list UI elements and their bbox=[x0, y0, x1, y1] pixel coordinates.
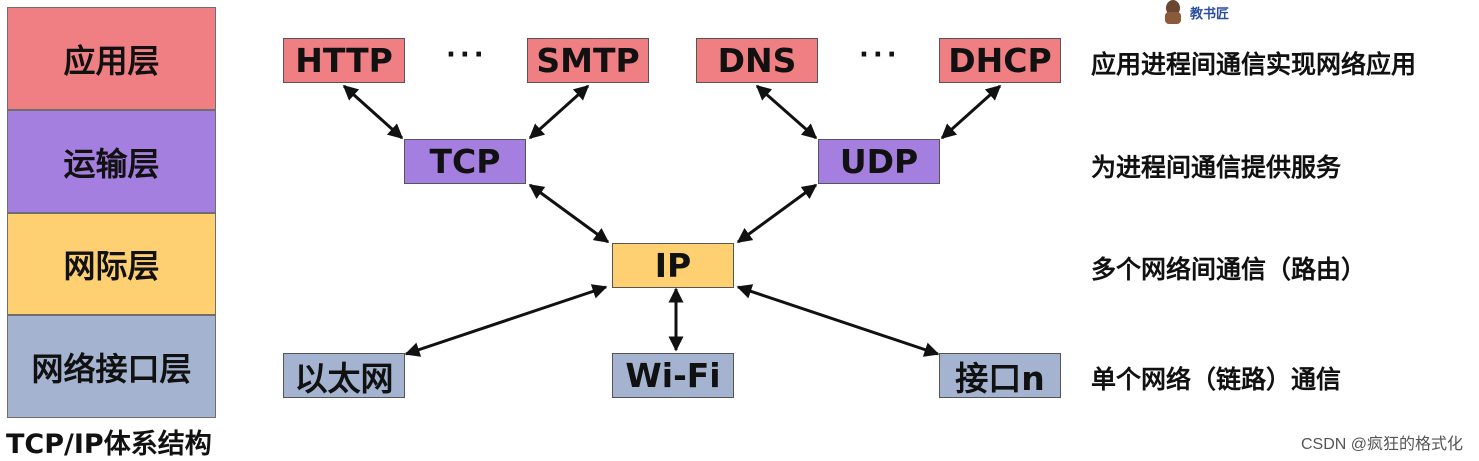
app-ellipsis-right: ··· bbox=[859, 40, 901, 70]
link-ethernet: 以太网 bbox=[283, 353, 405, 398]
protocol-dns: DNS bbox=[696, 38, 818, 83]
protocol-dhcp: DHCP bbox=[939, 38, 1061, 83]
arrow-http-tcp bbox=[342, 84, 404, 140]
teacher-logo: 教书匠 bbox=[1160, 0, 1229, 24]
desc-internet: 多个网络间通信（路由） bbox=[1091, 255, 1367, 284]
watermark: CSDN @疯狂的格式化 bbox=[1300, 436, 1463, 453]
arrow-dhcp-udp bbox=[940, 84, 1002, 140]
arrow-smtp-tcp bbox=[528, 84, 590, 140]
protocol-http: HTTP bbox=[283, 38, 405, 83]
desc-link: 单个网络（链路）通信 bbox=[1091, 365, 1342, 394]
layer-label: 网络接口层 bbox=[31, 349, 192, 388]
app-ellipsis-left: ··· bbox=[446, 40, 488, 70]
arrow-ip-interface-n bbox=[736, 284, 940, 357]
layer-internet: 网际层 bbox=[7, 213, 216, 315]
link-wifi: Wi-Fi bbox=[612, 353, 734, 398]
layer-label: 运输层 bbox=[63, 144, 160, 183]
layer-label: 应用层 bbox=[63, 41, 160, 80]
arrow-tcp-ip bbox=[528, 183, 610, 244]
protocol-udp: UDP bbox=[818, 139, 940, 184]
layer-label: 网际层 bbox=[63, 247, 160, 285]
layer-transport: 运输层 bbox=[7, 110, 216, 213]
protocol-smtp: SMTP bbox=[527, 38, 649, 83]
teacher-avatar-icon bbox=[1165, 0, 1181, 24]
layer-application: 应用层 bbox=[7, 7, 216, 110]
protocol-ip: IP bbox=[612, 243, 734, 288]
layer-network-interface: 网络接口层 bbox=[7, 315, 216, 418]
diagram-caption: TCP/IP体系结构 bbox=[6, 429, 212, 460]
desc-application: 应用进程间通信实现网络应用 bbox=[1091, 50, 1417, 79]
arrow-ip-ethernet bbox=[404, 284, 608, 357]
logo-text: 教书匠 bbox=[1190, 6, 1230, 22]
link-interface-n: 接口n bbox=[939, 353, 1061, 398]
arrow-udp-ip bbox=[736, 183, 818, 244]
arrow-dns-udp bbox=[755, 84, 818, 140]
protocol-tcp: TCP bbox=[404, 139, 526, 184]
desc-transport: 为进程间通信提供服务 bbox=[1091, 153, 1342, 182]
